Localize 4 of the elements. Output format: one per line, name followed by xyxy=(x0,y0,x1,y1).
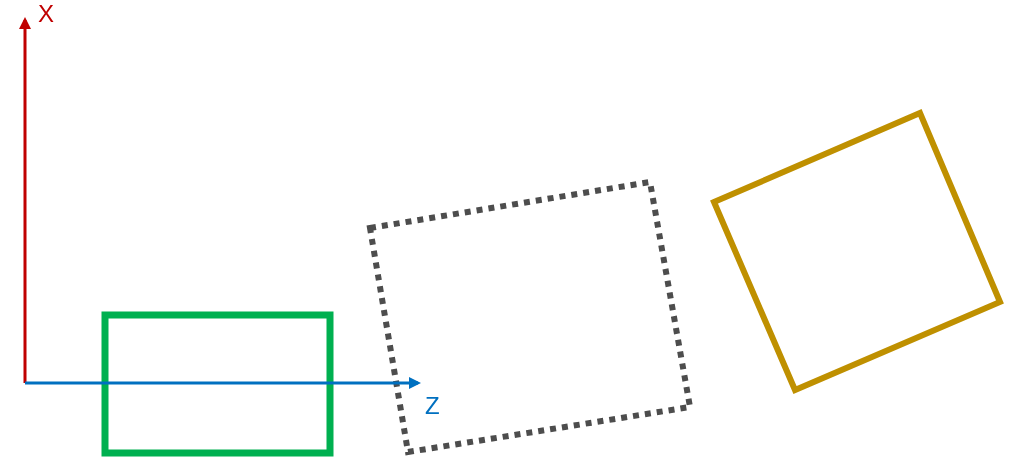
axis-label: Z xyxy=(425,394,440,418)
rotated-square-outline xyxy=(710,109,1004,394)
axis-label: X xyxy=(38,2,54,26)
rectangle-outline xyxy=(101,311,334,457)
